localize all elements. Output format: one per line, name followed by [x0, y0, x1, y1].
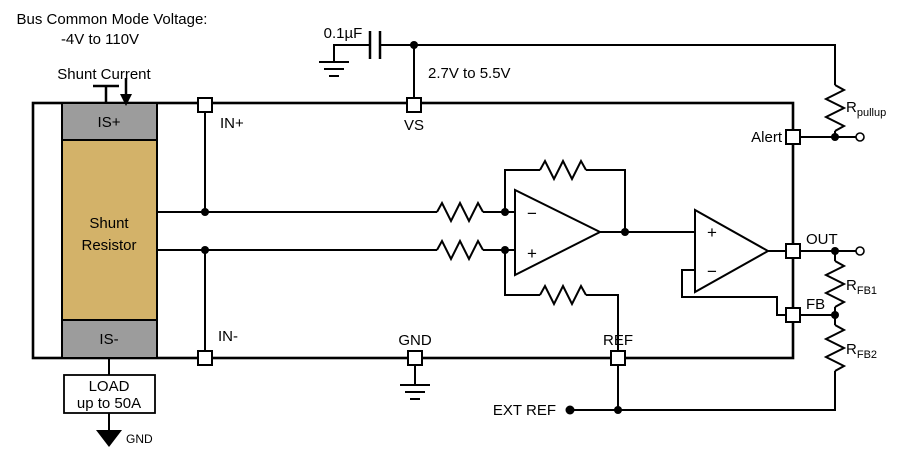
- pin-alert: [785, 129, 801, 145]
- opamp2: + −: [694, 208, 771, 294]
- pin-label-vs: VS: [404, 117, 424, 134]
- out-open-terminal: [855, 246, 865, 256]
- pin-label-out: OUT: [806, 231, 838, 248]
- shunt-label-line2: Resistor: [81, 237, 136, 254]
- fb1-resistor-base: R: [846, 277, 857, 294]
- fb2-resistor-base: R: [846, 341, 857, 358]
- bus-common-mode-line1: Bus Common Mode Voltage:: [17, 11, 208, 28]
- load-ground-label: GND: [126, 432, 153, 446]
- load-box: [63, 374, 156, 414]
- junction-dot: [831, 247, 839, 255]
- fb2-resistor: [823, 324, 847, 372]
- junction-dot: [621, 228, 629, 236]
- capacitor-value-label: 0.1µF: [324, 25, 363, 42]
- junction-dot: [501, 246, 509, 254]
- pin-label-in-plus: IN+: [220, 115, 244, 132]
- junction-dot: [831, 133, 839, 141]
- pullup-resistor: [823, 84, 847, 132]
- internal-wires: [157, 112, 786, 351]
- pin-in-minus: [197, 350, 213, 366]
- fb1-resistor-label: RFB1: [846, 277, 877, 297]
- pin-in-plus: [197, 97, 213, 113]
- pin-ref: [610, 350, 626, 366]
- junction-dot: [201, 246, 209, 254]
- junction-dot: [410, 41, 418, 49]
- pin-label-in-minus: IN-: [218, 328, 238, 345]
- ref-resistor: [539, 283, 587, 307]
- junction-dot: [501, 208, 509, 216]
- pin-label-alert: Alert: [751, 129, 783, 146]
- pin-label-ref: REF: [603, 332, 633, 349]
- load-ground-arrow-icon: [96, 430, 122, 447]
- input-resistor-bottom: [436, 238, 484, 262]
- opamp1: − +: [514, 188, 603, 277]
- pin-out: [785, 243, 801, 259]
- current-direction-arrow-icon: [120, 94, 132, 106]
- pullup-resistor-sub: pullup: [857, 107, 886, 119]
- load-block: LOAD up to 50A GND: [63, 374, 156, 447]
- ext-ref-label: EXT REF: [493, 402, 556, 419]
- input-resistor-top: [436, 200, 484, 224]
- load-label-line2: up to 50A: [77, 395, 141, 412]
- opamp1-noninverting-sign: +: [527, 244, 537, 263]
- supply-range-label: 2.7V to 5.5V: [428, 65, 511, 82]
- gnd-pin-ground-icon: [400, 384, 430, 400]
- pin-vs: [406, 97, 422, 113]
- junction-dot: [201, 208, 209, 216]
- is-minus-label: IS-: [99, 331, 118, 348]
- opamp2-inverting-sign: −: [707, 262, 717, 281]
- fb2-resistor-label: RFB2: [846, 341, 877, 361]
- opamp2-triangle: [694, 208, 771, 294]
- shunt-resistor-block: IS+ IS- Shunt Resistor: [61, 102, 158, 359]
- shunt-current-symbol: [93, 78, 132, 106]
- load-label-line1: LOAD: [89, 378, 130, 395]
- wiring-layer: [108, 44, 856, 430]
- is-plus-label: IS+: [98, 114, 121, 131]
- opamp2-noninverting-sign: +: [707, 223, 717, 242]
- pin-label-gnd: GND: [398, 332, 432, 349]
- opamp1-feedback-resistor: [539, 158, 587, 182]
- junction-dot: [614, 406, 622, 414]
- bus-common-mode-line2: -4V to 110V: [61, 31, 139, 48]
- junction-dot: [831, 311, 839, 319]
- pins-layer: [197, 97, 801, 366]
- opamp1-triangle: [514, 188, 603, 277]
- pin-fb: [785, 307, 801, 323]
- pullup-resistor-base: R: [846, 99, 857, 116]
- shunt-current-label: Shunt Current: [57, 66, 151, 83]
- fb1-resistor: [823, 260, 847, 308]
- resistors-layer: [436, 84, 847, 372]
- pin-gnd: [407, 350, 423, 366]
- capacitor-ground-icon: [319, 61, 349, 77]
- shunt-terminal-is-plus: [61, 102, 158, 141]
- pullup-resistor-label: Rpullup: [846, 99, 886, 119]
- fb1-resistor-sub: FB1: [857, 285, 877, 297]
- bus-terminal-symbol: [93, 78, 128, 103]
- alert-open-terminal: [855, 132, 865, 142]
- fb2-resistor-sub: FB2: [857, 349, 877, 361]
- opamp1-inverting-sign: −: [527, 204, 537, 223]
- shunt-label-line1: Shunt: [89, 215, 129, 232]
- shunt-terminal-is-minus: [61, 319, 158, 359]
- pin-label-fb: FB: [806, 296, 825, 313]
- bypass-capacitor-icon: [368, 31, 382, 59]
- junction-dots: [201, 41, 839, 415]
- ext-ref-terminal-dot: [565, 405, 575, 415]
